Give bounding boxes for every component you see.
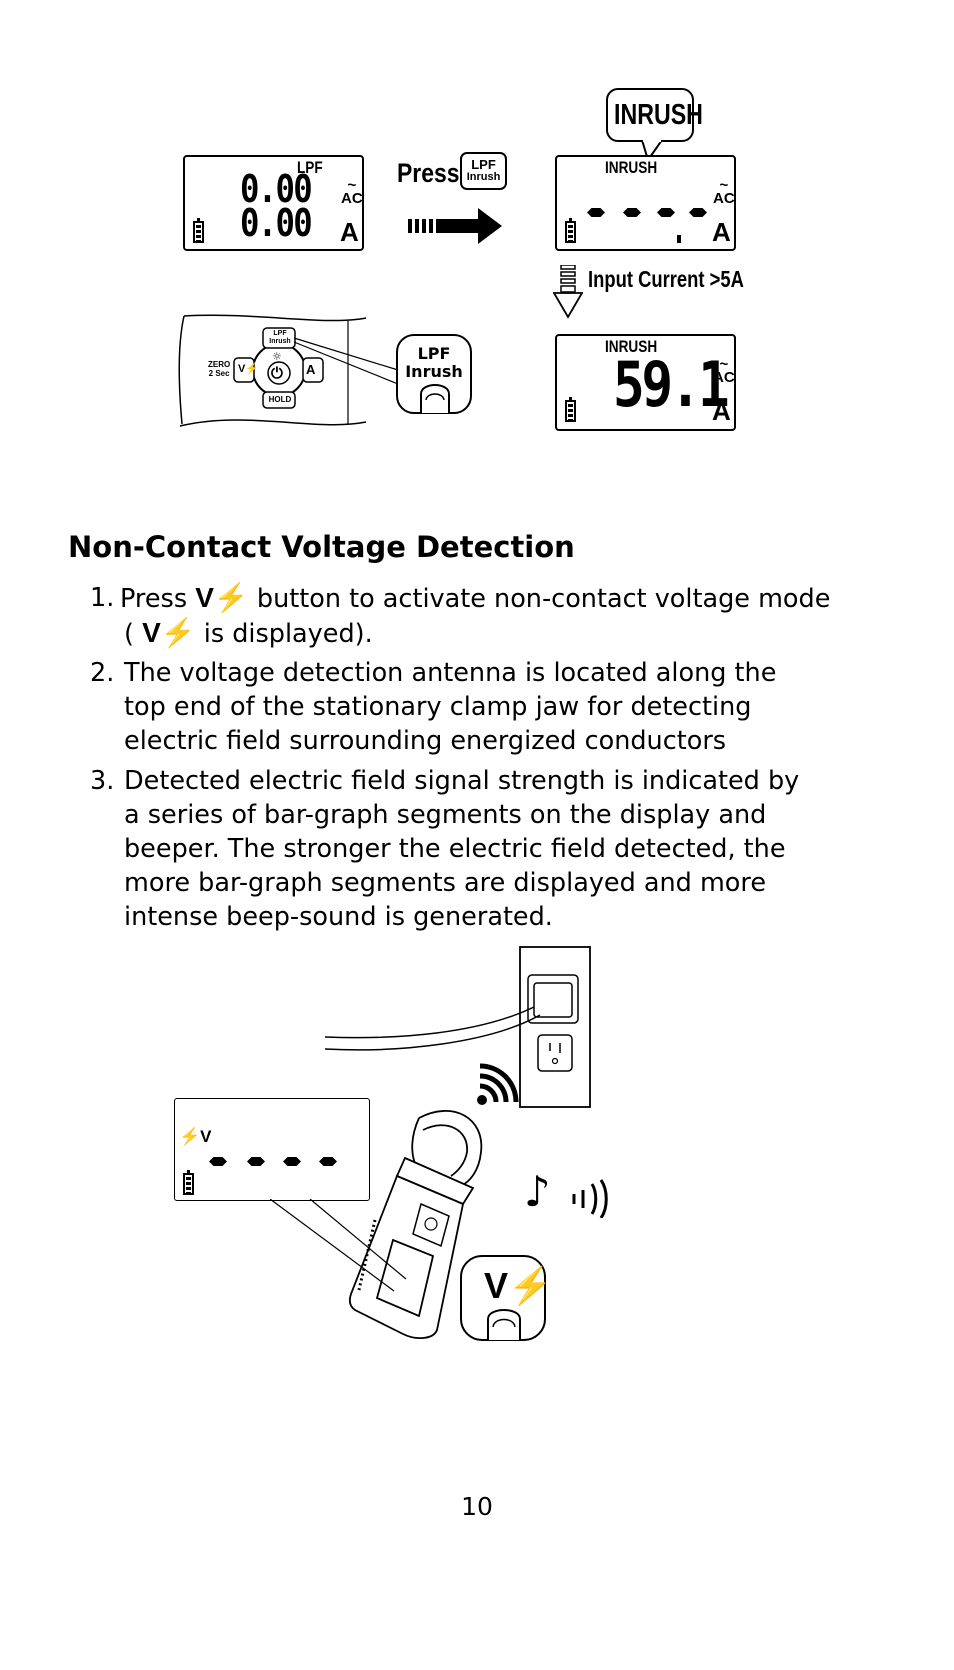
lcd-dash-segment (209, 1157, 227, 1166)
lcd-reading-value: 59.1 (613, 348, 730, 421)
lcd-reading-bottom: 0.00 (240, 201, 313, 245)
lcd-unit-a: A (340, 217, 359, 247)
lcd-unit-a: A (712, 396, 731, 426)
button-icon-line1: LPF (471, 157, 496, 172)
section-title: Non-Contact Voltage Detection (68, 530, 575, 564)
lcd-dash-segment (623, 208, 641, 217)
callout-lpf-line1: LPF (417, 344, 451, 363)
arrow-down-icon (553, 265, 583, 319)
backlight-icon: ☼ (272, 350, 282, 363)
hold-button: HOLD (268, 395, 292, 404)
ac-symbol: ~AC (713, 177, 735, 207)
lcd-dash-segment (689, 208, 707, 217)
lcd-dash-segment (247, 1157, 265, 1166)
lcd-display-initial: LPF 0.00 0.00 ~AC A (183, 155, 364, 251)
v-bolt-symbol: V⚡ (142, 617, 196, 648)
page-number: 10 (461, 1492, 493, 1521)
lcd-display-inrush-ready: INRUSH ~AC A (555, 155, 736, 251)
finger-press-icon (487, 1309, 521, 1340)
zero-2sec-label: ZERO 2 Sec (208, 360, 231, 378)
meter-panel-illustration (178, 314, 399, 427)
a-mode-button: A (306, 362, 316, 377)
input-current-label: Input Current >5A (588, 266, 744, 292)
finger-press-icon (420, 384, 450, 413)
signal-wave-icon (477, 1063, 519, 1105)
ncv-button-label: V⚡ (484, 1265, 553, 1306)
lcd-dash-segment (283, 1157, 301, 1166)
ncv-symbol: ⚡V (179, 1127, 212, 1146)
battery-icon (193, 218, 204, 243)
callout-lpf-line2: Inrush (405, 362, 463, 381)
inrush-callout-text: INRUSH (614, 99, 703, 131)
battery-icon (183, 1170, 194, 1195)
lcd-lpf-label: LPF (297, 158, 323, 177)
sound-wave-icon (572, 1179, 608, 1218)
lcd-inrush-label: INRUSH (605, 337, 658, 356)
lcd-inrush-label: INRUSH (605, 158, 658, 177)
ac-symbol: ~AC (713, 356, 735, 386)
v-bolt-button: V⚡ (238, 363, 260, 375)
clamp-meter-illustration (348, 1110, 483, 1339)
callout-lines (270, 1199, 407, 1292)
arrow-right-icon (408, 208, 502, 244)
list-number: 3. (90, 766, 115, 796)
ncv-button-callout: V⚡ (460, 1255, 553, 1341)
beep-note-icon: ♪ (524, 1167, 551, 1216)
lcd-dash-segment (657, 208, 675, 217)
list-number: 1. (90, 583, 115, 613)
battery-icon (565, 218, 576, 243)
button-icon-line2: Inrush (466, 171, 501, 183)
inrush-callout: INRUSH (606, 88, 703, 142)
lcd-dash-segment (587, 208, 605, 217)
lcd-unit-a: A (712, 217, 731, 247)
power-icon: ⏻ (271, 364, 283, 382)
lpf-inrush-button: LPF Inrush (269, 330, 291, 345)
lpf-inrush-button-icon: LPF Inrush (460, 152, 507, 190)
lcd-decimal-point (677, 235, 681, 243)
ac-symbol: ~AC (341, 177, 363, 207)
v-bolt-symbol: V⚡ (195, 582, 249, 613)
battery-icon (565, 397, 576, 422)
lcd-dash-segment (319, 1157, 337, 1166)
press-label: Press (397, 158, 460, 188)
lcd-reading-top: 0.00 (240, 167, 313, 211)
wall-outlet-illustration (324, 946, 591, 1108)
list-number: 2. (90, 658, 115, 688)
lcd-display-inrush-reading: INRUSH 59.1 ~AC A (555, 334, 736, 431)
lcd-ncv-display: ⚡V (174, 1098, 370, 1201)
